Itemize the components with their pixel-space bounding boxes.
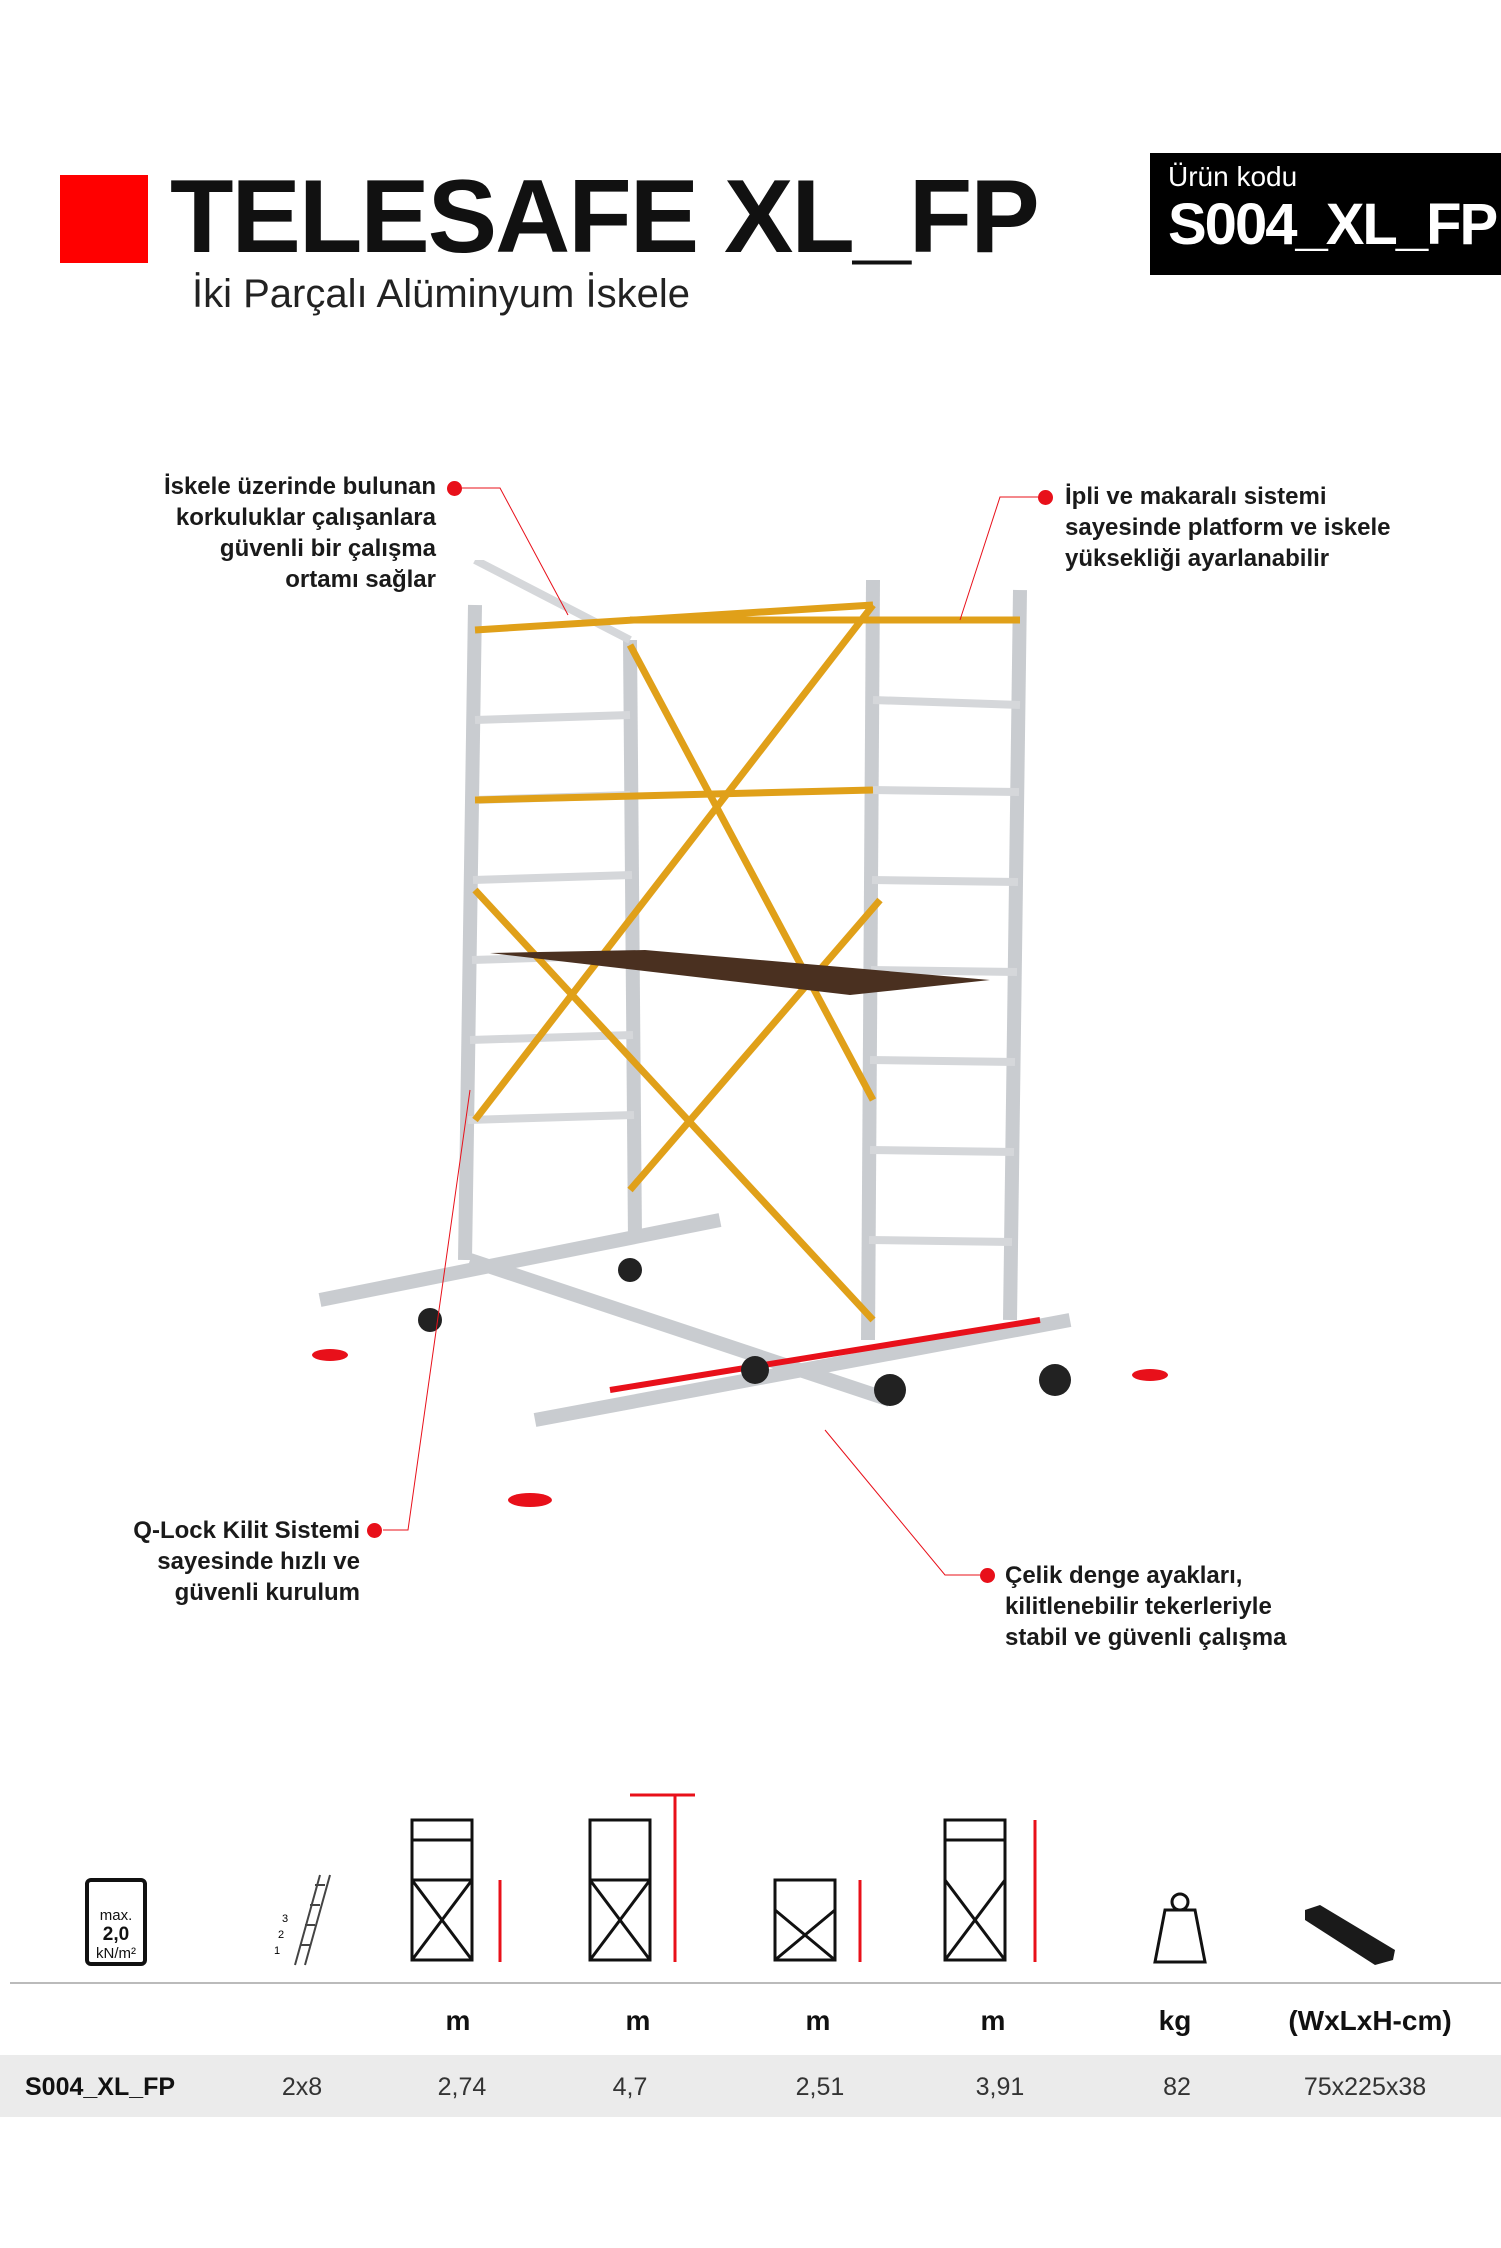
unit-platform-height: m [445,2005,471,2036]
callout-line: kilitlenebilir tekerleriyle [1005,1593,1272,1620]
product-code-value: S004_XL_FP [1168,192,1498,257]
cell-code: S004_XL_FP [25,2073,176,2101]
folded-height-icon [773,1878,837,1962]
step-label: 3 [282,1913,288,1925]
platform-height-icon [410,1818,474,1962]
cell-steps: 2x8 [281,2073,323,2101]
left-front-post [458,604,482,1261]
unit-working-height: m [625,2005,651,2036]
ladder-steps-icon: 3 2 1 [274,1874,331,1966]
load-capacity-icon: max. 2,0 kN/m² [85,1878,147,1966]
cell-folded-height: 2,51 [795,2073,845,2101]
table-divider [10,1982,1501,1984]
platform-deck [490,950,990,995]
product-title: TELESAFE XL_FP [170,159,1040,275]
load-icon-value: 2,0 [102,1924,130,1945]
callout-line: İpli ve makaralı sistemi [1065,483,1327,510]
table-row [0,2055,1501,2117]
callout-dot [1038,490,1053,505]
cell-weight: 82 [1163,2073,1191,2101]
load-icon-unit: kN/m² [96,1945,136,1962]
callout-pulley: İpli ve makaralı sistemi sayesinde platf… [1065,481,1391,574]
callout-line: yüksekliği ayarlanabilir [1065,545,1330,572]
callout-line: güvenli bir çalışma [219,535,436,562]
unit-total-height: m [980,2005,1006,2036]
platform-board-icon [1305,1905,1395,1965]
unit-weight: kg [1158,2005,1192,2036]
callout-stabilizers: Çelik denge ayakları, kilitlenebilir tek… [1005,1560,1286,1653]
callout-line: Çelik denge ayakları, [1005,1562,1243,1589]
product-code-label: Ürün kodu [1168,161,1298,192]
step-label: 1 [274,1945,280,1957]
total-height-icon [943,1818,1007,1962]
callout-dot [980,1568,995,1583]
product-subtitle: İki Parçalı Alüminyum İskele [192,272,690,316]
callout-line: ortamı sağlar [285,566,436,593]
dimension-icons [410,1793,1395,1965]
callout-line: İskele üzerinde bulunan [163,473,436,500]
step-label: 2 [278,1929,284,1941]
callout-line: stabil ve güvenli çalışma [1005,1624,1287,1651]
cell-working-height: 4,7 [612,2073,648,2101]
product-code-box: Ürün kodu S004_XL_FP [1150,153,1501,275]
callout-line: korkuluklar çalışanlara [175,504,436,531]
brand-square [60,175,148,263]
callout-guardrails: İskele üzerinde bulunan korkuluklar çalı… [164,471,436,595]
callout-qlock: Q-Lock Kilit Sistemi sayesinde hızlı ve … [133,1515,360,1608]
callout-line: güvenli kurulum [174,1579,360,1606]
weight-icon [1153,1908,1207,1964]
callout-line: sayesinde platform ve iskele [1065,514,1391,541]
callout-dot [447,481,462,496]
load-icon-text: max. [99,1907,133,1924]
cell-dimensions: 75x225x38 [1303,2073,1427,2101]
cell-total-height: 3,91 [975,2073,1025,2101]
unit-folded-height: m [805,2005,831,2036]
cell-platform-height: 2,74 [437,2073,487,2101]
working-height-icon [588,1818,652,1962]
callout-line: Q-Lock Kilit Sistemi [133,1517,360,1544]
scaffold-illustration [312,560,1168,1507]
callout-leader-lines [383,487,1038,1576]
callout-line: sayesinde hızlı ve [157,1548,360,1575]
unit-dimensions: (WxLxH-cm) [1288,2005,1452,2036]
callout-dot [367,1523,382,1538]
